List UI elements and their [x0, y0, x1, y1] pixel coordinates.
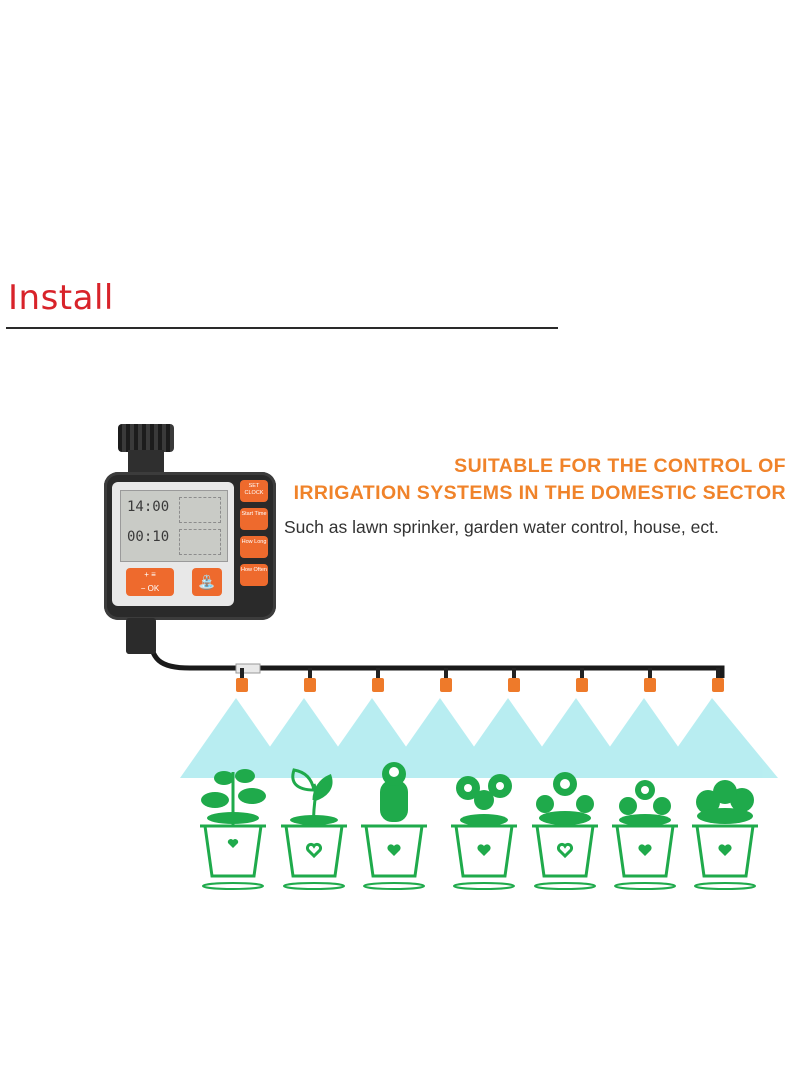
pot-2-sprout-outline-icon [281, 768, 347, 890]
lcd-display: 14:00 00:10 [120, 490, 228, 562]
timer-body: 14:00 00:10 + ≡ − OK ⛲ SET CLOCK Start T… [104, 472, 276, 620]
how-often-button[interactable]: How Often [240, 564, 268, 586]
outlet-connector [126, 618, 156, 654]
title-divider [6, 327, 558, 329]
plant-pots [200, 762, 758, 890]
tap-connector-neck [128, 450, 164, 476]
lcd-segment-2 [179, 529, 221, 555]
water-timer-device: 14:00 00:10 + ≡ − OK ⛲ SET CLOCK Start T… [104, 424, 276, 656]
control-panel: 14:00 00:10 + ≡ − OK ⛲ [112, 482, 234, 606]
section-title: Install [8, 278, 114, 318]
how-long-button[interactable]: How Long [240, 536, 268, 558]
lcd-time-2: 00:10 [127, 529, 170, 545]
faucet-icon: ⛲ [198, 574, 216, 590]
pot-6-daisy-icon [612, 780, 678, 890]
lcd-segment-1 [179, 497, 221, 523]
tap-connector-nut [118, 424, 174, 452]
pot-5-flower-icon [532, 772, 598, 890]
pot-1-leafy-plant-icon [200, 769, 266, 890]
manual-water-button[interactable]: ⛲ [192, 568, 222, 596]
pot-7-round-bush-icon [692, 780, 758, 890]
sprinkler-heads [236, 668, 724, 692]
headline-line-2: IRRIGATION SYSTEMS IN THE DOMESTIC SECTO… [293, 482, 786, 504]
set-clock-button[interactable]: SET CLOCK [240, 480, 268, 502]
headline-line-1: SUITABLE FOR THE CONTROL OF [454, 455, 786, 477]
pot-3-cactus-icon [361, 762, 427, 890]
pot-4-flower-bush-icon [451, 774, 517, 890]
lcd-time-1: 14:00 [127, 499, 170, 515]
spray-cones [180, 698, 778, 778]
plus-minus-ok-buttons[interactable]: + ≡ − OK [126, 568, 174, 596]
hose-connector [235, 663, 261, 674]
subline: Such as lawn sprinker, garden water cont… [284, 517, 719, 537]
start-time-button[interactable]: Start Time [240, 508, 268, 530]
